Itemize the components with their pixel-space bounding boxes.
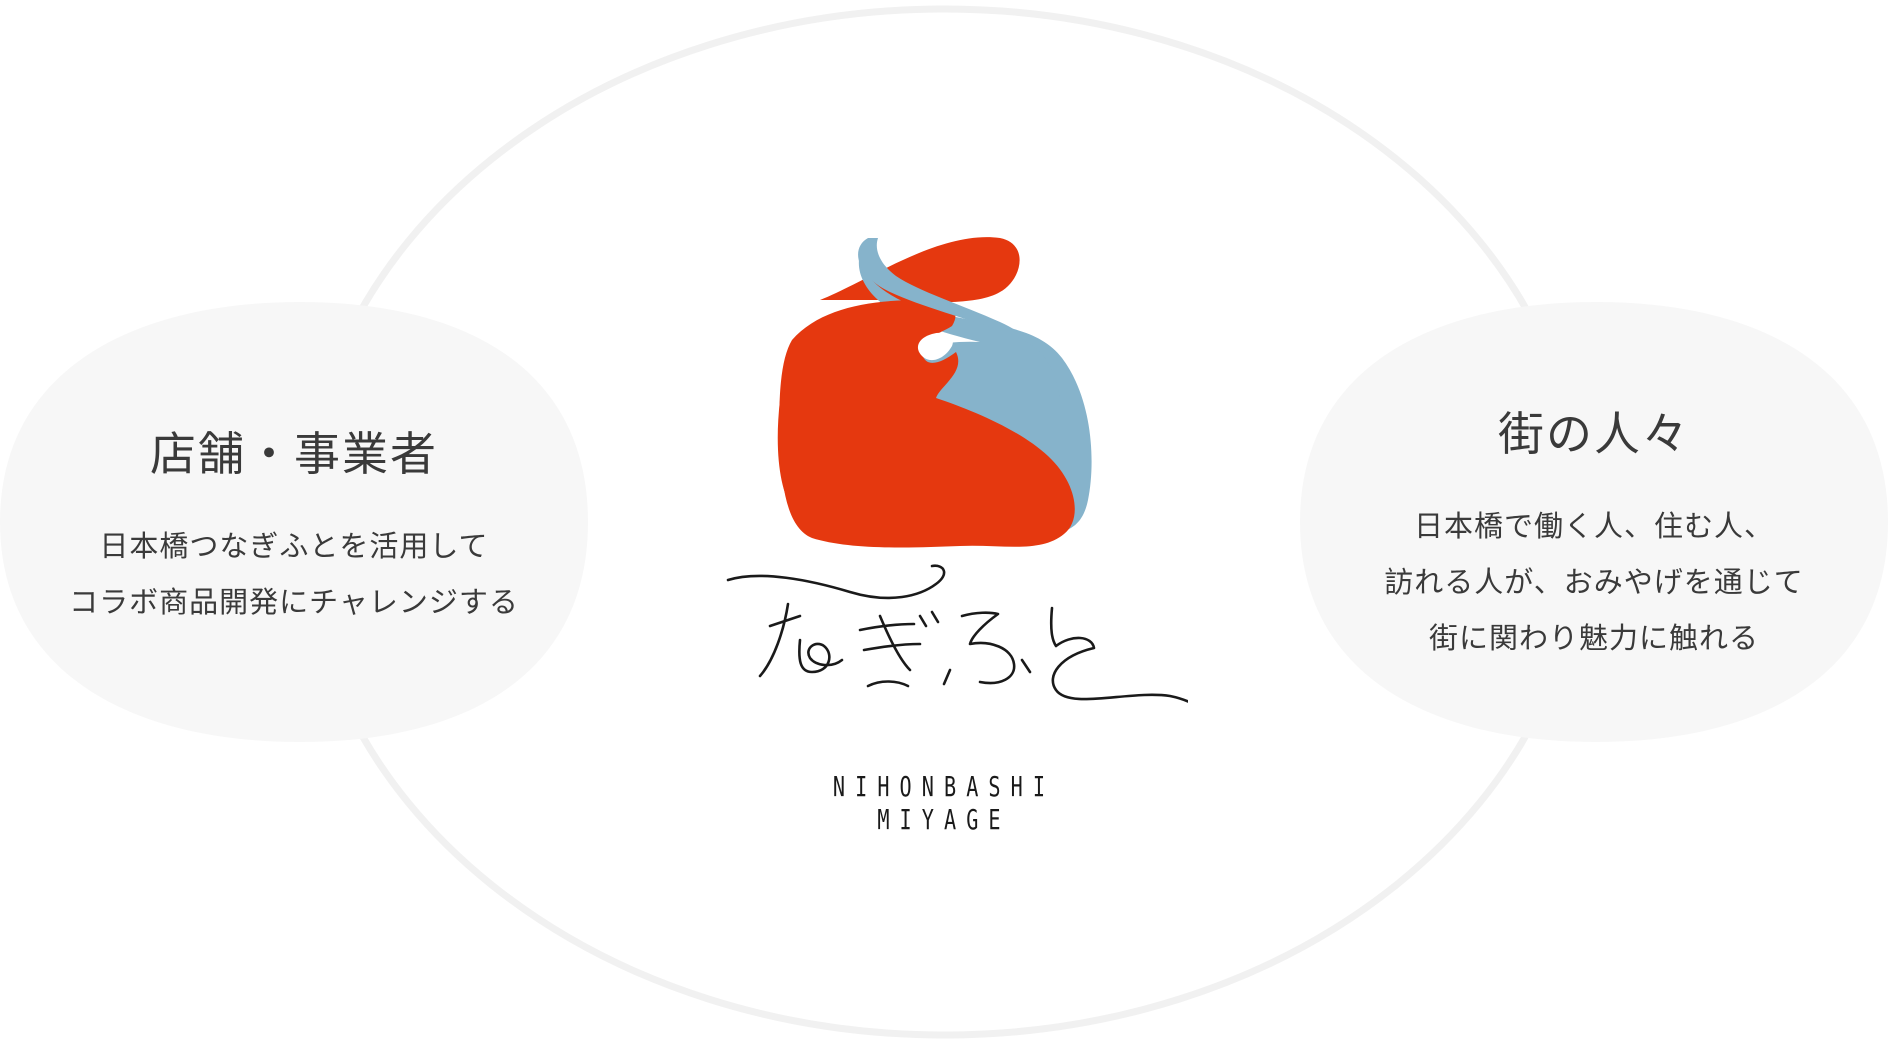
logo-wordmark (726, 564, 1188, 703)
left-panel: 店舗・事業者 日本橋つなぎふとを活用して コラボ商品開発にチャレンジする (0, 418, 588, 630)
right-panel-line-2: 訪れる人が、おみやげを通じて (1384, 565, 1804, 599)
right-panel-line-3: 街に関わり魅力に触れる (1428, 621, 1759, 655)
logo-red-body (779, 300, 1075, 548)
right-panel-line-1: 日本橋で働く人、住む人、 (1413, 509, 1774, 543)
right-panel-title: 街の人々 (1498, 407, 1690, 461)
logo-mark (726, 237, 1188, 703)
logo-tagline: NIHONBASHI MIYAGE (832, 770, 1056, 836)
nagifuto-logo: NIHONBASHI MIYAGE (700, 220, 1188, 836)
left-panel-line-1: 日本橋つなぎふとを活用して (99, 529, 489, 563)
right-panel: 街の人々 日本橋で働く人、住む人、 訪れる人が、おみやげを通じて 街に関わり魅力… (1300, 398, 1888, 666)
logo-blue-band (858, 238, 1062, 410)
left-bubble-shape (0, 302, 588, 742)
logo-knot-hole (917, 332, 953, 361)
right-bubble-shape (1300, 302, 1888, 742)
left-panel-line-2: コラボ商品開発にチャレンジする (69, 585, 519, 619)
left-panel-title: 店舗・事業者 (150, 427, 438, 481)
